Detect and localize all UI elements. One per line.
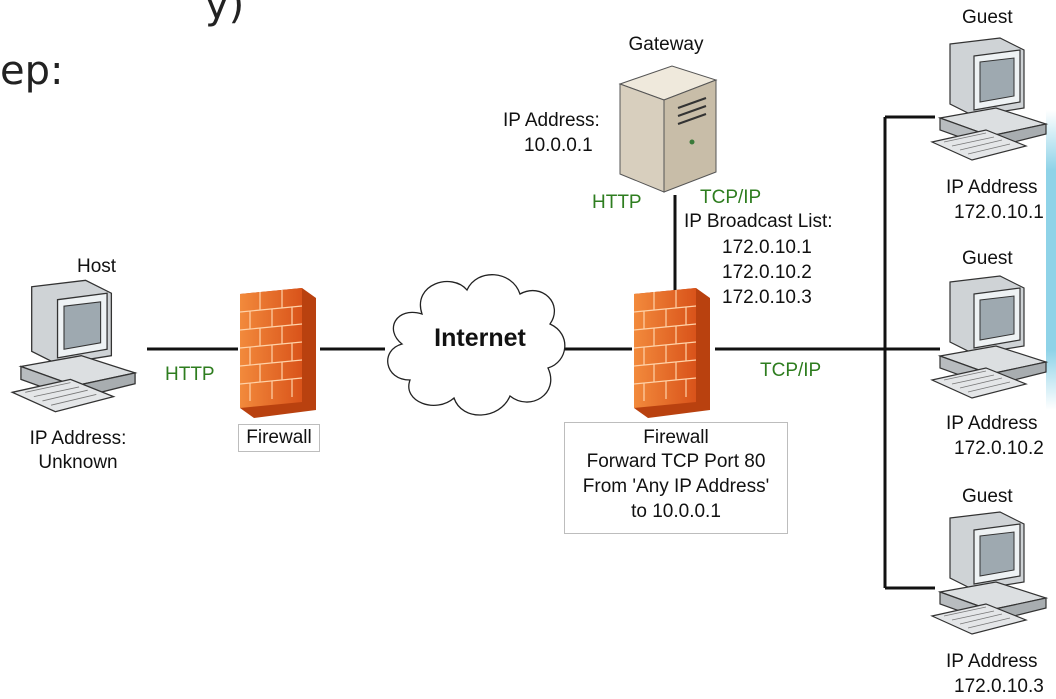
- guest-computer-icon: [931, 275, 1047, 399]
- firewall-rule-line: From 'Any IP Address': [582, 476, 770, 497]
- gateway-ip-label: IP Address:: [503, 110, 600, 131]
- slide-text-fragment: y): [205, 0, 245, 28]
- firewall-rule-line: Forward TCP Port 80: [586, 451, 766, 472]
- guest-title: Guest: [962, 7, 1013, 28]
- link-label-gateway-http: HTTP: [592, 192, 642, 213]
- slide-accent-stripe: [1046, 110, 1056, 410]
- gateway-title: Gateway: [628, 34, 704, 55]
- guest-computer-icon: [931, 37, 1047, 161]
- guest-ip-value: 172.0.10.2: [954, 438, 1044, 459]
- broadcast-list-item: 172.0.10.1: [722, 237, 812, 258]
- guest-title: Guest: [962, 486, 1013, 507]
- slide-text-fragment: ep:: [0, 48, 64, 94]
- broadcast-list-title: IP Broadcast List:: [684, 211, 833, 232]
- firewall-rule-line: to 10.0.0.1: [631, 501, 721, 522]
- firewall-right-rule-box: Firewall Forward TCP Port 80 From 'Any I…: [564, 422, 788, 534]
- host-ip-value: Unknown: [38, 452, 118, 473]
- guest-ip-value: 172.0.10.1: [954, 202, 1044, 223]
- broadcast-list-item: 172.0.10.2: [722, 262, 812, 283]
- host-computer-icon: [11, 279, 136, 413]
- host-ip-label: IP Address:: [29, 428, 127, 449]
- broadcast-list-item: 172.0.10.3: [722, 287, 812, 308]
- guest-ip-label: IP Address: [946, 177, 1038, 198]
- guest-ip-label: IP Address: [946, 651, 1038, 672]
- link-label-firewall-guests: TCP/IP: [760, 360, 822, 381]
- firewall-left-label: Firewall: [246, 427, 312, 448]
- link-label-gateway-tcpip: TCP/IP: [700, 187, 762, 208]
- internet-label: Internet: [434, 324, 526, 352]
- guest-ip-value: 172.0.10.3: [954, 676, 1044, 697]
- host-title: Host: [77, 256, 117, 277]
- guest-ip-label: IP Address: [946, 413, 1038, 434]
- firewall-right-label: Firewall: [643, 427, 709, 448]
- firewall-left-label-box: Firewall: [238, 424, 320, 452]
- internet-cloud: [387, 274, 566, 416]
- firewall-left-icon: [239, 288, 316, 418]
- guest-computer-icon: [931, 511, 1047, 635]
- gateway-ip-value: 10.0.0.1: [524, 135, 593, 156]
- firewall-right-icon: [633, 288, 710, 418]
- guest-title: Guest: [962, 248, 1013, 269]
- gateway-server-icon: [618, 65, 718, 193]
- link-label-host-firewall: HTTP: [165, 364, 215, 385]
